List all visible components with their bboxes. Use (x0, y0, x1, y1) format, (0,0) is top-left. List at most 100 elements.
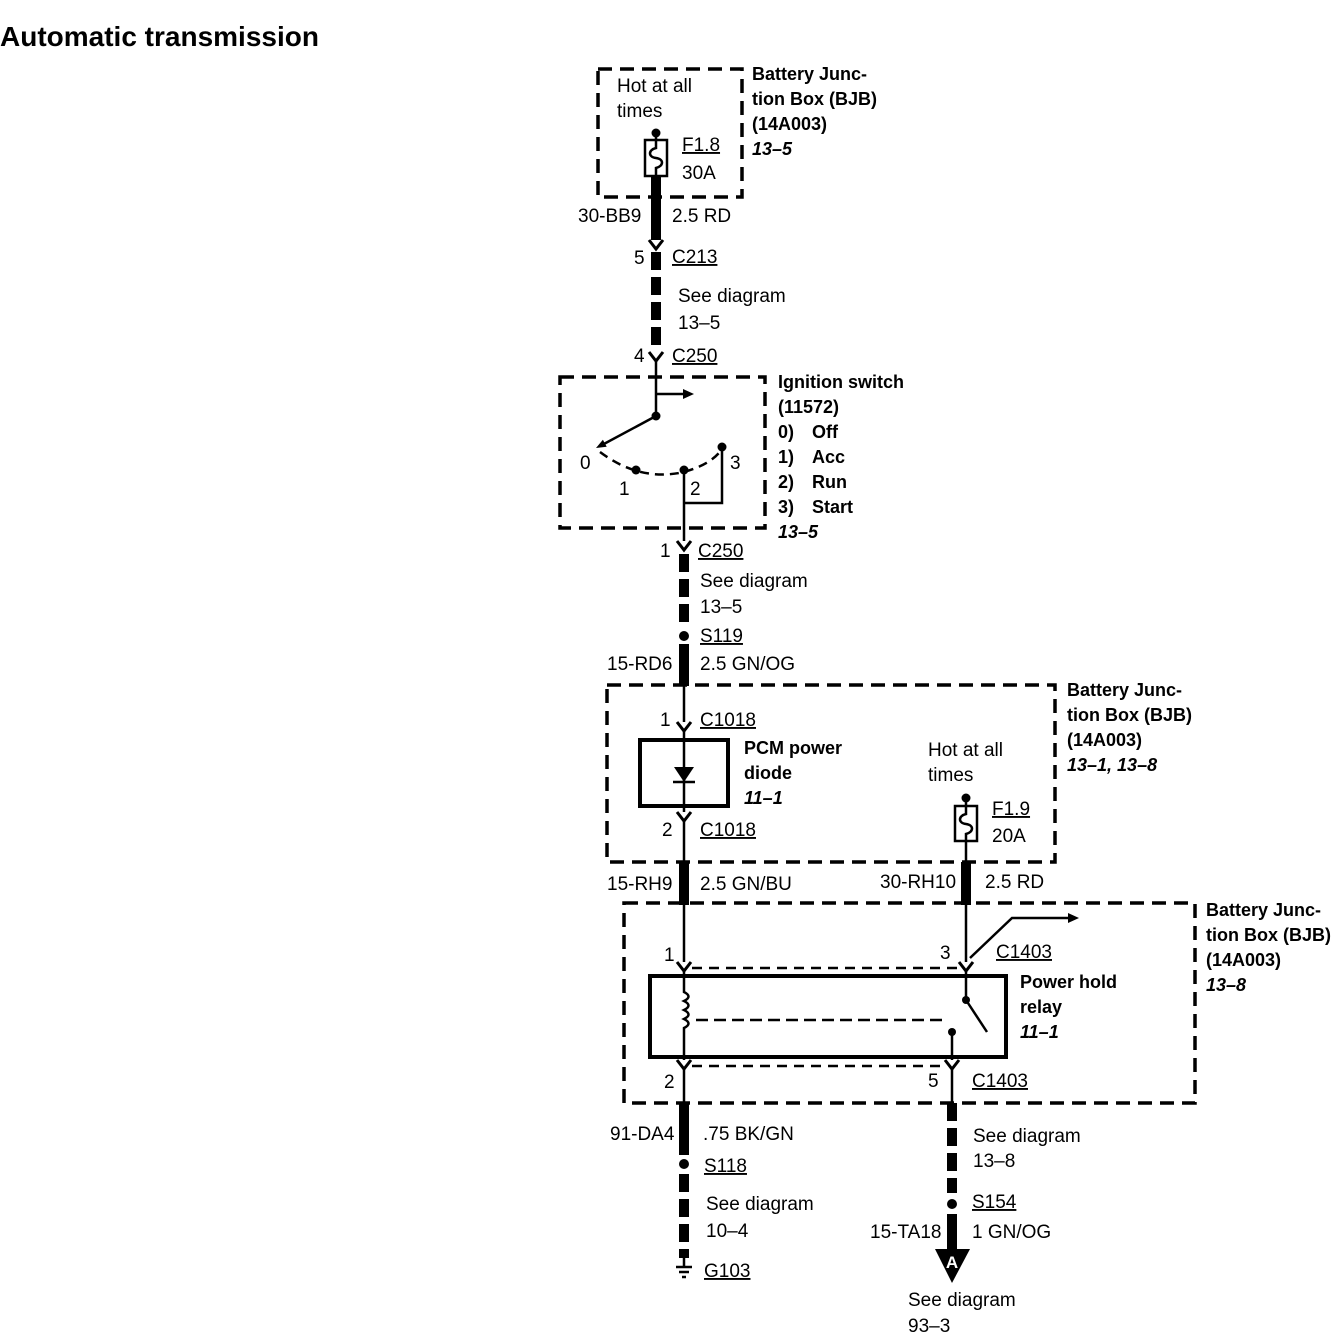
bjb-bottom-label-line1: Battery Junc- (1206, 900, 1321, 920)
connector-c250-out-id: C250 (698, 541, 743, 562)
fuse-f18-rating: 30A (682, 163, 716, 184)
see-diagram-4-line2: 13–8 (973, 1151, 1015, 1172)
wire-91-da4-circuit: 91-DA4 (610, 1124, 675, 1145)
bjb-top-label-line2: tion Box (BJB) (752, 89, 877, 109)
supply-label-line1: Hot at all (617, 76, 692, 97)
bjb-middle-boundary (605, 683, 1057, 864)
wire-30-bb9-circuit: 30-BB9 (578, 206, 641, 227)
connector-c1403-top-id: C1403 (996, 942, 1052, 963)
connector-c250-out-symbol (675, 540, 693, 553)
bjb-middle-part-number: (14A003) (1067, 730, 1142, 750)
connector-c250-in-id: C250 (672, 346, 717, 367)
connector-c213-pin: 5 (634, 248, 645, 269)
diode-label-line1: PCM power (744, 738, 842, 758)
supply-label-line2: times (928, 765, 973, 786)
connector-c1403-bottom-id: C1403 (972, 1071, 1028, 1092)
relay-pin-1: 1 (664, 945, 675, 966)
wire-30-bb9-spec: 2.5 RD (672, 206, 731, 227)
connector-c1018-in-id: C1018 (700, 710, 756, 731)
fuse-f18-symbol (643, 128, 669, 178)
ignition-switch-label: Ignition switch (778, 372, 904, 392)
ignition-switch-ref: 13–5 (778, 522, 819, 542)
power-hold-relay-symbol (648, 905, 1079, 1103)
wire-15-rh9-spec: 2.5 GN/BU (700, 874, 792, 895)
splice-s154-dot (947, 1199, 957, 1209)
diode-label-line2: diode (744, 763, 792, 783)
see-diagram-1-line2: 13–5 (678, 313, 720, 334)
wire-15-rd6-spec: 2.5 GN/OG (700, 654, 795, 675)
wire-15-rd6-circuit: 15-RD6 (607, 654, 672, 675)
wire-30-rh10-circuit: 30-RH10 (880, 872, 956, 893)
splice-s119-label: S119 (700, 626, 743, 647)
fuse-f19-id: F1.9 (992, 799, 1030, 820)
bjb-middle-ref: 13–1, 13–8 (1067, 755, 1157, 775)
relay-pin-5: 5 (928, 1071, 939, 1092)
bjb-top-part-number: (14A003) (752, 114, 827, 134)
relay-pin-3: 3 (940, 943, 951, 964)
bjb-bottom-ref: 13–8 (1206, 975, 1246, 995)
switch-position-0: 0 (580, 453, 591, 474)
position-legend-name: Start (812, 497, 853, 517)
connector-a-see-line1: See diagram (908, 1290, 1016, 1311)
splice-s154-label: S154 (972, 1192, 1017, 1213)
position-legend-name: Off (812, 422, 839, 442)
splice-s118-dot (679, 1159, 689, 1169)
connector-c1018-out-pin: 2 (662, 820, 673, 841)
fuse-f18-id: F1.8 (682, 135, 720, 156)
position-legend-name: Acc (812, 447, 845, 467)
bjb-top-ref: 13–5 (752, 139, 793, 159)
relay-ref: 11–1 (1020, 1022, 1059, 1042)
splice-s118-label: S118 (704, 1156, 747, 1177)
bjb-middle-label-line1: Battery Junc- (1067, 680, 1182, 700)
see-diagram-3-line1: See diagram (706, 1194, 814, 1215)
position-legend-name: Run (812, 472, 847, 492)
fuse-f19-rating: 20A (992, 826, 1026, 847)
bjb-bottom-part-number: (14A003) (1206, 950, 1281, 970)
ground-g103-label: G103 (704, 1261, 750, 1282)
ignition-switch-part-number: (11572) (778, 397, 839, 417)
relay-pin-2: 2 (664, 1072, 675, 1093)
see-diagram-1-line1: See diagram (678, 286, 786, 307)
connector-c213-id: C213 (672, 247, 717, 268)
wire-15-ta18-spec: 1 GN/OG (972, 1222, 1051, 1243)
wire-91-da4-spec: .75 BK/GN (703, 1124, 794, 1145)
diode-ref: 11–1 (744, 788, 783, 808)
position-legend-num: 1) (778, 447, 794, 467)
connector-c250-in-symbol (647, 351, 665, 364)
connector-c250-in-pin: 4 (634, 346, 645, 367)
ignition-switch-symbol (596, 361, 727, 541)
page-title: Automatic transmission (0, 21, 319, 52)
position-legend-num: 0) (778, 422, 794, 442)
switch-position-1: 1 (619, 479, 630, 500)
wire-15-rh9-circuit: 15-RH9 (607, 874, 672, 895)
splice-s119-dot (679, 631, 689, 641)
see-diagram-2-line1: See diagram (700, 571, 808, 592)
relay-label-line1: Power hold (1020, 972, 1117, 992)
see-diagram-4-line1: See diagram (973, 1126, 1081, 1147)
connector-c1018-in-pin: 1 (660, 710, 671, 731)
ground-icon (676, 1258, 692, 1279)
connector-a-arrow-icon (935, 1249, 970, 1283)
bjb-bottom-label-line2: tion Box (BJB) (1206, 925, 1331, 945)
position-legend-num: 3) (778, 497, 794, 517)
see-diagram-2-line2: 13–5 (700, 597, 742, 618)
relay-label-line2: relay (1020, 997, 1062, 1017)
bjb-top-boundary (596, 67, 744, 199)
supply-label-line2: times (617, 101, 662, 122)
switch-position-2: 2 (690, 479, 701, 500)
pcm-power-diode-symbol (638, 686, 730, 862)
bjb-top-label-line1: Battery Junc- (752, 64, 867, 84)
bjb-middle-label-line2: tion Box (BJB) (1067, 705, 1192, 725)
connector-c213-symbol (647, 239, 665, 252)
connector-a-letter: A (946, 1253, 958, 1272)
wire-30-rh10-spec: 2.5 RD (985, 872, 1044, 893)
supply-label-line1: Hot at all (928, 740, 1003, 761)
see-diagram-3-line2: 10–4 (706, 1221, 749, 1242)
connector-c1018-out-id: C1018 (700, 820, 756, 841)
bjb-bottom-boundary (622, 901, 1197, 1105)
position-legend-num: 2) (778, 472, 794, 492)
wire-15-ta18-circuit: 15-TA18 (870, 1222, 941, 1243)
fuse-f19-symbol (953, 793, 979, 862)
connector-a-see-line2: 93–3 (908, 1316, 950, 1337)
